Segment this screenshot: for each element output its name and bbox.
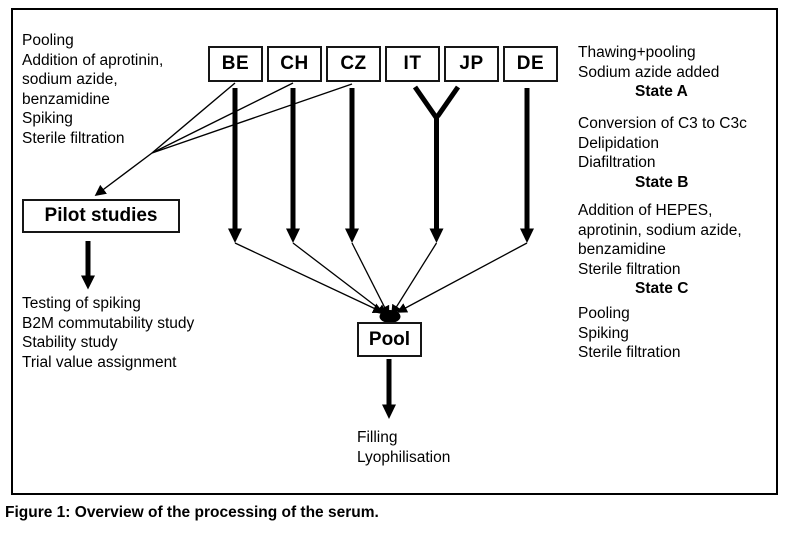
pilot-studies-box: Pilot studies xyxy=(22,199,180,233)
pilot-steps-text: Testing of spiking B2M commutability stu… xyxy=(22,294,194,372)
text-line: Pooling xyxy=(578,305,630,322)
state-a-label: State A xyxy=(635,83,688,100)
text-line: Spiking xyxy=(22,110,73,127)
text-line: Addition of HEPES, xyxy=(578,202,713,219)
text-line: Stability study xyxy=(22,334,118,351)
source-box-be: BE xyxy=(208,46,263,82)
text-line: Filling xyxy=(357,429,398,446)
text-line: Pooling xyxy=(22,32,74,49)
final-steps-text: Pooling Spiking Sterile filtration xyxy=(578,304,681,363)
source-box-be-label: BE xyxy=(221,53,250,74)
pilot-studies-label: Pilot studies xyxy=(44,205,158,226)
source-box-jp: JP xyxy=(444,46,499,82)
source-box-it: IT xyxy=(385,46,440,82)
pool-output-text: Filling Lyophilisation xyxy=(357,428,450,467)
text-line: B2M commutability study xyxy=(22,314,195,332)
source-box-ch-label: CH xyxy=(280,53,309,74)
state-b-text: Conversion of C3 to C3c Delipidation Dia… xyxy=(578,114,747,192)
state-a-text: Thawing+pooling Sodium azide added State… xyxy=(578,43,719,102)
state-c-text: Addition of HEPES, aprotinin, sodium azi… xyxy=(578,201,742,299)
text-line: benzamidine xyxy=(22,90,110,108)
text-line: benzamidine xyxy=(578,241,666,258)
text-line: Delipidation xyxy=(578,134,659,152)
text-line: Trial value assignment xyxy=(22,353,177,371)
text-line: Sterile filtration xyxy=(22,129,125,147)
text-line: Conversion of C3 to C3c xyxy=(578,115,747,132)
figure-caption: Figure 1: Overview of the processing of … xyxy=(5,504,379,521)
source-box-ch: CH xyxy=(267,46,322,82)
diagram-border xyxy=(11,8,778,495)
text-line: Addition of aprotinin, xyxy=(22,51,164,69)
source-box-jp-label: JP xyxy=(459,53,484,74)
pool-label: Pool xyxy=(368,328,411,350)
source-box-it-label: IT xyxy=(403,53,422,74)
text-line: Diafiltration xyxy=(578,154,656,171)
text-line: sodium azide, xyxy=(22,71,118,88)
text-line: Spiking xyxy=(578,324,629,342)
text-line: aprotinin, sodium azide, xyxy=(578,221,742,239)
source-box-de-label: DE xyxy=(516,53,545,74)
text-line: Lyophilisation xyxy=(357,448,451,466)
text-line: Testing of spiking xyxy=(22,295,141,312)
pool-box: Pool xyxy=(357,322,422,357)
pre-pool-steps-text: Pooling Addition of aprotinin, sodium az… xyxy=(22,31,163,148)
state-b-label: State B xyxy=(635,173,689,191)
source-box-cz: CZ xyxy=(326,46,381,82)
text-line: Sterile filtration xyxy=(578,260,681,278)
text-line: Thawing+pooling xyxy=(578,44,696,61)
source-box-cz-label: CZ xyxy=(340,53,367,74)
source-box-de: DE xyxy=(503,46,558,82)
text-line: Sodium azide added xyxy=(578,63,720,81)
text-line: Sterile filtration xyxy=(578,344,681,361)
state-c-label: State C xyxy=(635,280,689,297)
